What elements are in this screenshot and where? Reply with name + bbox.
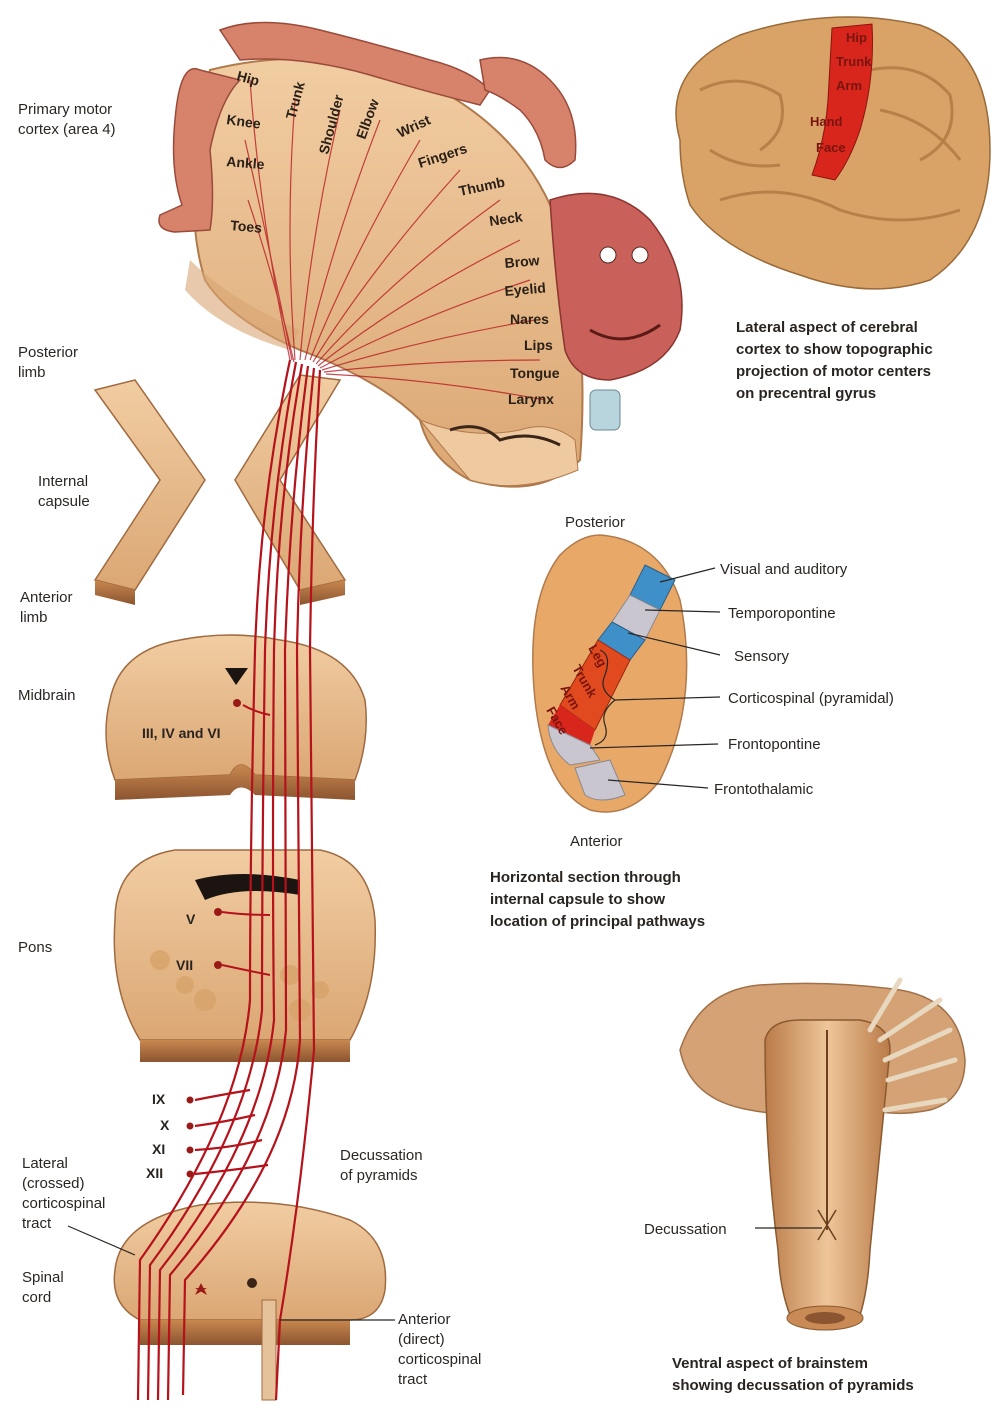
cortex-caption-line: on precentral gyrus [736, 385, 876, 402]
capsule-label-0: Visual and auditory [720, 561, 848, 578]
homunculus-label-neck: Neck [488, 208, 524, 229]
label-anterior-limb: Anterior limb [20, 589, 73, 626]
homunculus-label-larynx: Larynx [508, 391, 554, 407]
label-internal-capsule: Internal capsule [38, 473, 90, 510]
label-spinal-cord: Spinal cord [22, 1269, 64, 1306]
capsule-caption-line: Horizontal section through [490, 869, 681, 886]
midbrain-slab [105, 634, 367, 800]
cortical-fibers [244, 79, 546, 401]
pons-slab [113, 849, 377, 1062]
cortex-inner-hip: Hip [846, 30, 867, 45]
nuclei-vii-label: VII [176, 957, 193, 973]
spinal-cord-slab [113, 1201, 387, 1401]
capsule-label-2: Sensory [734, 648, 790, 665]
label-posterior-limb: Posterior limb [18, 344, 79, 381]
capsule-anterior-label: Anterior [570, 833, 623, 850]
label-anterior-tract: Anterior (direct) corticospinal tract [398, 1311, 482, 1388]
cortex-inner-trunk: Trunk [836, 54, 872, 69]
capsule-section-panel [532, 534, 721, 813]
label-lateral-tract: Lateral (crossed) corticospinal tract [22, 1155, 106, 1232]
homunculus-label-eyelid: Eyelid [504, 279, 546, 299]
capsule-caption-line: location of principal pathways [490, 913, 705, 930]
brainstem-caption-line: showing decussation of pyramids [672, 1377, 914, 1394]
nuclei-midbrain-label: III, IV and VI [142, 725, 221, 741]
capsule-label-5: Frontothalamic [714, 781, 814, 798]
lateral-tract-leader [67, 1225, 136, 1256]
label-pons: Pons [18, 939, 53, 956]
cortex-caption-line: projection of motor centers [736, 363, 931, 380]
lateral-cortex-panel [675, 16, 991, 290]
cortex-caption-line: cortex to show topographic [736, 341, 933, 358]
label-midbrain: Midbrain [18, 687, 76, 704]
nuclei-medulla-xii: XII [146, 1165, 163, 1181]
brainstem-decussation-label: Decussation [644, 1221, 727, 1238]
descending-tracts [136, 359, 322, 1401]
cortex-inner-face: Face [816, 140, 846, 155]
capsule-posterior-label: Posterior [565, 514, 625, 531]
medulla-nuclei-dots [186, 1096, 194, 1178]
nuclei-medulla-ix: IX [152, 1091, 166, 1107]
capsule-label-3: Corticospinal (pyramidal) [728, 690, 894, 707]
cortex-caption-line: Lateral aspect of cerebral [736, 319, 918, 336]
motor-cortex-section [158, 21, 683, 488]
homunculus-label-hip: Hip [235, 67, 261, 88]
brainstem-panel [679, 977, 966, 1331]
nuclei-medulla-xi: XI [152, 1141, 165, 1157]
svg-text-group: III, IV and VIVVIIIXXXIXIIHipTrunkArmHan… [142, 30, 933, 1394]
homunculus-label-brow: Brow [504, 252, 540, 271]
homunculus-label-tongue: Tongue [510, 365, 560, 381]
homunculus-label-lips: Lips [524, 337, 553, 353]
homunculus-label-ankle: Ankle [226, 153, 266, 172]
cortex-inner-hand: Hand [810, 114, 843, 129]
capsule-label-1: Temporopontine [728, 605, 836, 622]
brainstem-caption-line: Ventral aspect of brainstem [672, 1355, 868, 1372]
capsule-caption-line: internal capsule to show [490, 891, 665, 908]
cortex-inner-arm: Arm [836, 78, 862, 93]
label-decussation-of-pyramids: Decussation of pyramids [340, 1147, 423, 1184]
nuclei-v-label: V [186, 911, 196, 927]
homunculus-label-nares: Nares [510, 311, 549, 327]
homunculus-label-toes: Toes [230, 217, 263, 236]
internal-capsule-shapes [93, 374, 347, 605]
capsule-label-4: Frontopontine [728, 736, 821, 753]
homunculus-label-knee: Knee [226, 111, 262, 132]
label-primary-motor-cortex: Primary motor cortex (area 4) [18, 101, 116, 138]
nuclei-medulla-x: X [160, 1117, 170, 1133]
